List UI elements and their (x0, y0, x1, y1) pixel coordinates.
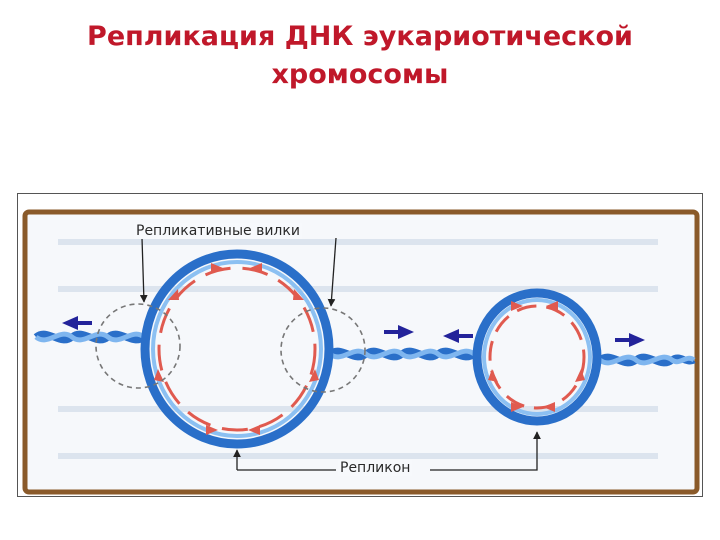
new-strand-arrows-small (488, 301, 585, 412)
label-replicon: Репликон (338, 460, 413, 476)
fork-circle-left (95, 303, 181, 389)
dna-helix-left (33, 330, 147, 344)
replication-bubble-small (472, 288, 602, 426)
slide-title: Репликация ДНК эукариотической хромосомы (0, 18, 720, 94)
dna-helix-right (597, 353, 696, 367)
replication-bubble-large (140, 249, 334, 449)
title-line-1: Репликация ДНК эукариотической (87, 21, 633, 52)
label-leaders (139, 237, 541, 471)
diagram-canvas (22, 209, 700, 495)
fork-circle-right (280, 307, 366, 393)
replication-diagram: Репликативные вилки Репликон (17, 193, 703, 497)
label-replication-forks: Репликативные вилки (134, 223, 302, 239)
new-strand-arrows-large (154, 263, 319, 435)
dna-helix-middle (327, 347, 477, 361)
title-line-2: хромосомы (271, 59, 449, 90)
direction-arrows (62, 316, 645, 347)
